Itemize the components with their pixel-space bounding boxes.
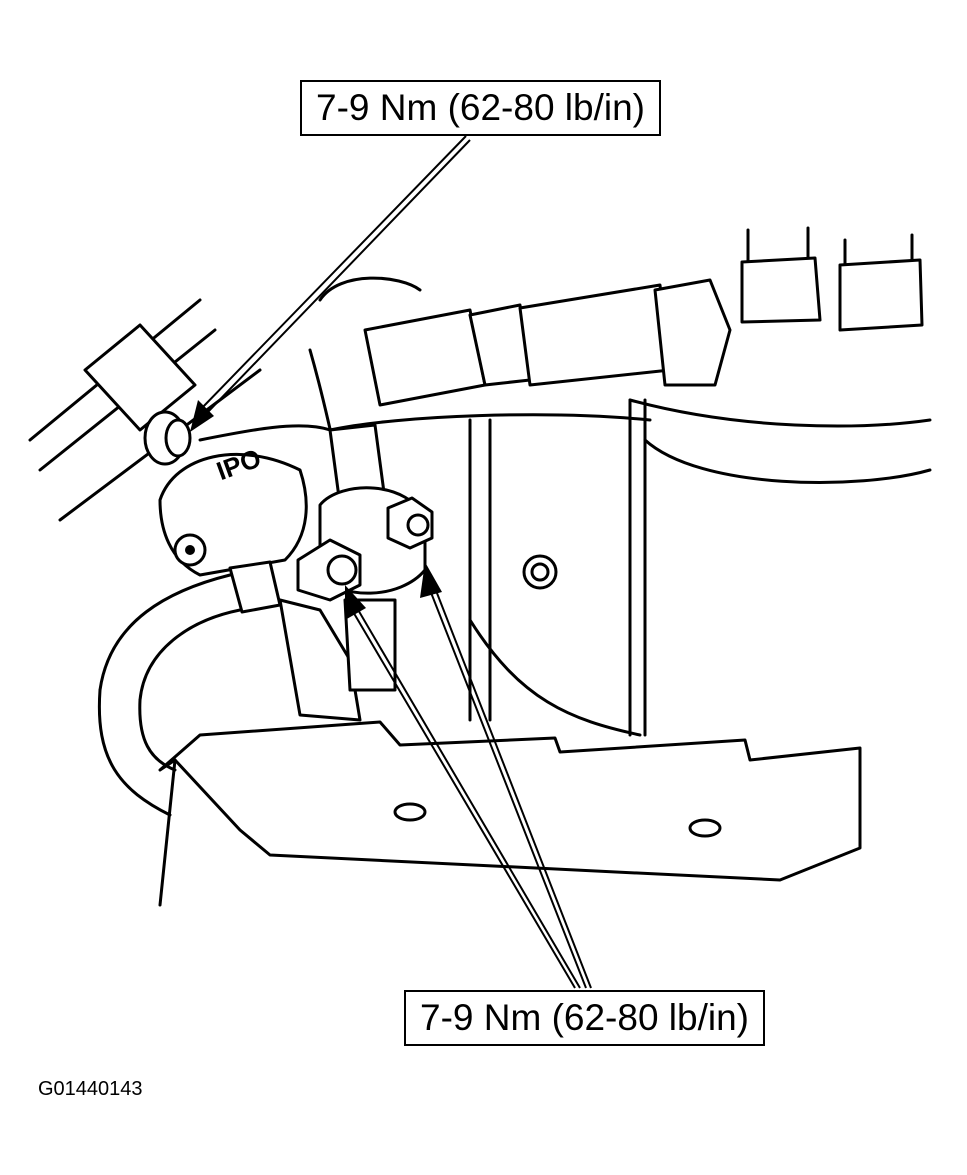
- arrowhead-bottom-left: [345, 585, 366, 620]
- figure-id: G01440143: [38, 1078, 143, 1100]
- arrowhead-top: [190, 400, 214, 432]
- solenoid-assembly: [296, 423, 434, 692]
- hoses-and-wires: [97, 276, 652, 817]
- support-plate: [158, 720, 862, 907]
- electrical-connector: [363, 278, 732, 407]
- torque-callout-bottom: 7-9 Nm (62-80 lb/in): [404, 990, 766, 1046]
- upper-pipe: [28, 298, 262, 522]
- arrowhead-bottom-right: [420, 562, 442, 598]
- ac-line-fittings: [740, 226, 924, 332]
- bracket-housing: [278, 398, 932, 737]
- leader-lines: [190, 135, 592, 989]
- torque-callout-top: 7-9 Nm (62-80 lb/in): [300, 80, 662, 136]
- pressure-sensor: IPO: [158, 443, 308, 577]
